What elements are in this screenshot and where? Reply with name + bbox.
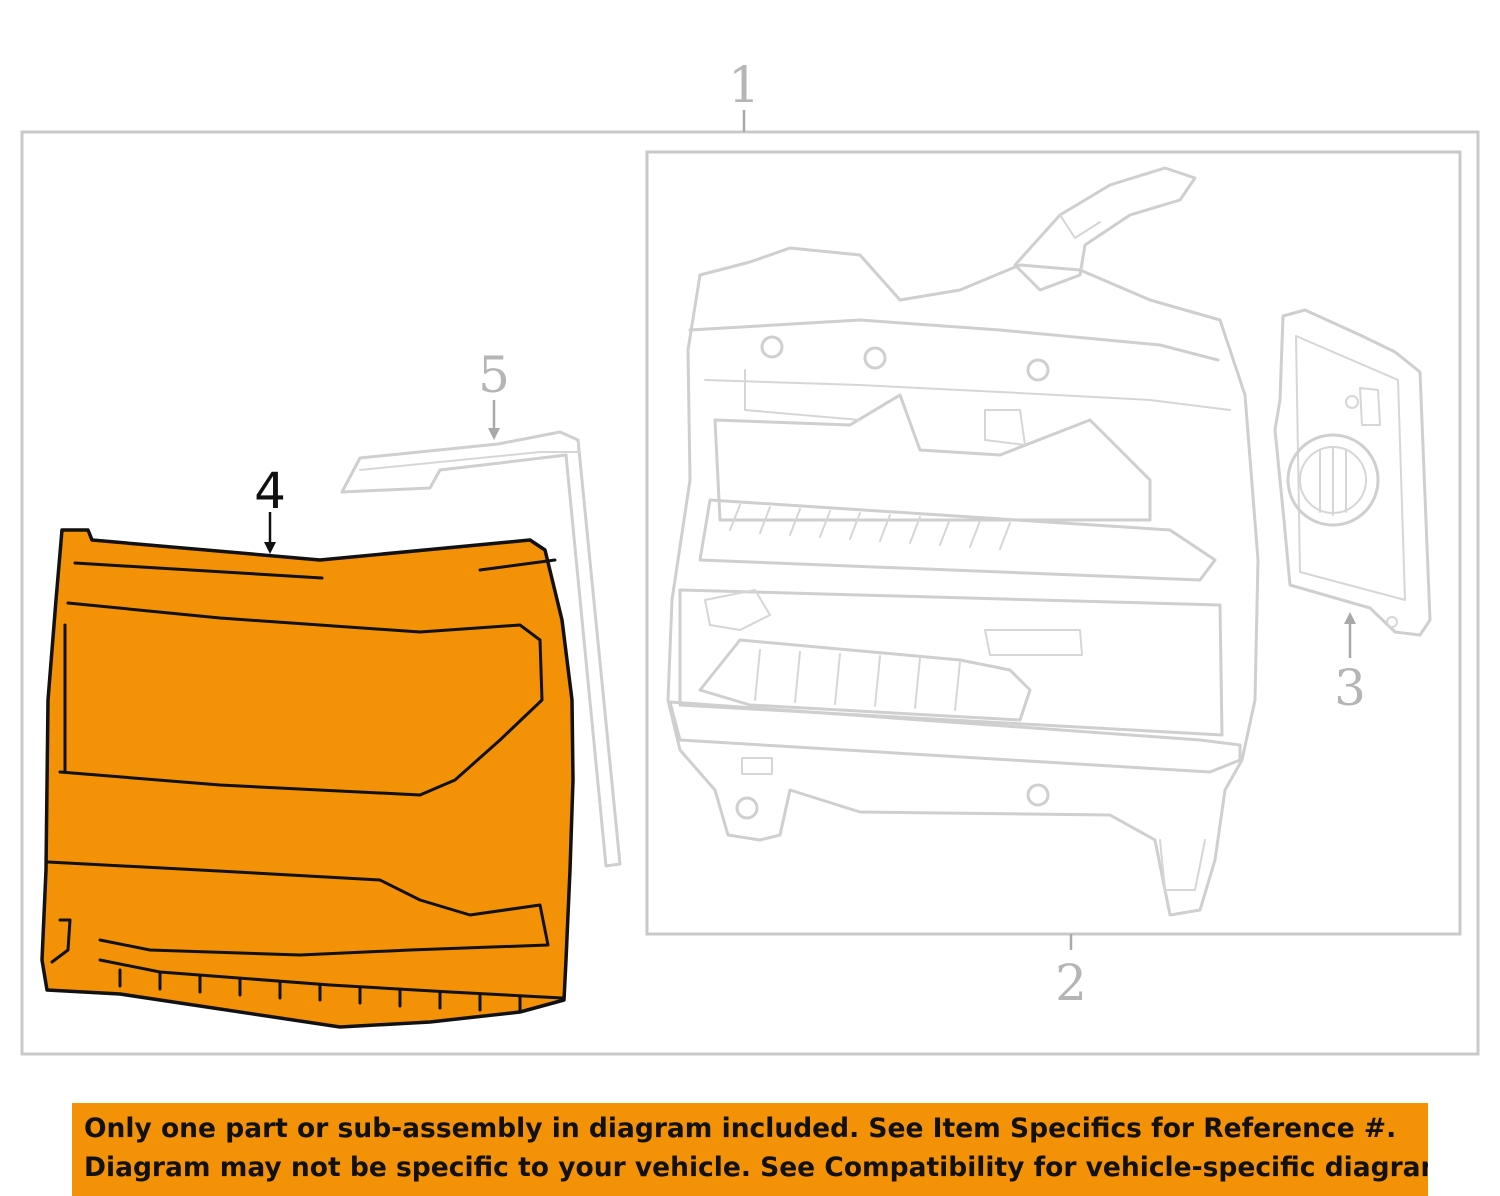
part-1-headlamp-assembly [666,166,1260,917]
part-5-trim-strip [340,430,622,868]
part-3-access-cover [1273,308,1432,637]
callout-3-label: 3 [1334,659,1366,717]
disclaimer-line-2: Diagram may not be specific to your vehi… [84,1152,1428,1183]
callout-3-arrow [1344,612,1356,624]
callout-4-label: 4 [254,462,286,520]
callout-2-label: 2 [1055,954,1087,1012]
callout-4-arrow [264,542,276,554]
outer-frame [20,130,1480,1056]
callout-1-label: 1 [728,56,760,114]
inner-frame [645,150,1462,936]
callout-5-label: 5 [478,346,510,404]
disclaimer-banner: Only one part or sub-assembly in diagram… [72,1103,1428,1196]
disclaimer-line-1: Only one part or sub-assembly in diagram… [84,1113,1397,1144]
callout-5-arrow [488,428,500,440]
part-4-headlamp-lens [40,528,575,1029]
